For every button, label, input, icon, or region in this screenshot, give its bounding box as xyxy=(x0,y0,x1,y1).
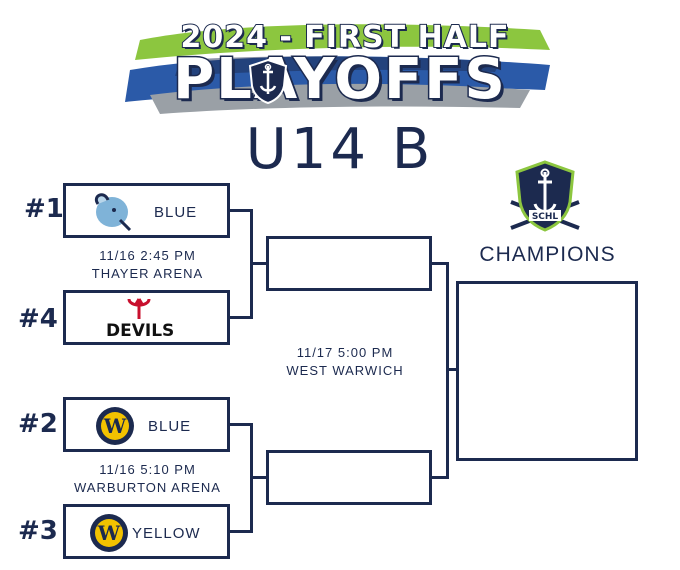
bracket-line xyxy=(250,476,268,479)
devils-wordmark: DEVILS xyxy=(106,321,175,341)
w-logo-icon: W xyxy=(96,407,134,445)
schl-champion-shield-logo: SCHL xyxy=(510,160,580,232)
game2-info: 11/16 5:10 PM WARBURTON ARENA xyxy=(50,461,245,497)
team-slot-3: W YELLOW xyxy=(63,504,230,559)
final-venue: WEST WARWICH xyxy=(286,363,404,378)
game1-info: 11/16 2:45 PM THAYER ARENA xyxy=(60,247,235,283)
bracket-line xyxy=(446,368,458,371)
division-title: U14 B xyxy=(245,117,435,182)
bracket-line xyxy=(230,423,252,426)
title-top: 2024 - FIRST HALF xyxy=(179,19,510,56)
game1-time: 11/16 2:45 PM xyxy=(99,248,196,263)
seed-3: #3 xyxy=(18,516,58,546)
bracket-line xyxy=(230,209,252,212)
final-time: 11/17 5:00 PM xyxy=(296,345,394,360)
bracket-line xyxy=(432,262,448,265)
team-slot-4: DEVILS xyxy=(63,290,230,345)
game2-time: 11/16 5:10 PM xyxy=(99,462,196,477)
title-main: PLAYOFFS xyxy=(172,47,507,112)
team-label: BLUE xyxy=(154,204,198,221)
seed-1: #1 xyxy=(24,194,64,224)
schl-anchor-shield-logo xyxy=(248,58,288,104)
bracket-line xyxy=(250,262,268,265)
trident-icon xyxy=(127,298,151,319)
champion-slot xyxy=(456,281,638,461)
ram-logo-icon xyxy=(94,193,132,232)
team-label: BLUE xyxy=(148,418,192,435)
team-label: YELLOW xyxy=(132,525,201,542)
team-slot-1: BLUE xyxy=(63,183,230,238)
winner-slot-game2 xyxy=(266,450,432,505)
w-logo-icon: W xyxy=(90,514,128,552)
seed-4: #4 xyxy=(18,304,58,334)
bracket-line xyxy=(230,530,252,533)
bracket-line xyxy=(432,476,448,479)
game2-venue: WARBURTON ARENA xyxy=(74,480,221,495)
seed-2: #2 xyxy=(18,409,58,439)
winner-slot-game1 xyxy=(266,236,432,291)
team-slot-2: W BLUE xyxy=(63,397,230,452)
champions-title: CHAMPIONS xyxy=(479,243,616,266)
final-info: 11/17 5:00 PM WEST WARWICH xyxy=(255,344,435,380)
bracket-line xyxy=(230,316,252,319)
svg-text:SCHL: SCHL xyxy=(532,212,559,222)
svg-text:W: W xyxy=(97,521,121,545)
game1-venue: THAYER ARENA xyxy=(91,266,204,281)
svg-text:W: W xyxy=(103,414,127,438)
